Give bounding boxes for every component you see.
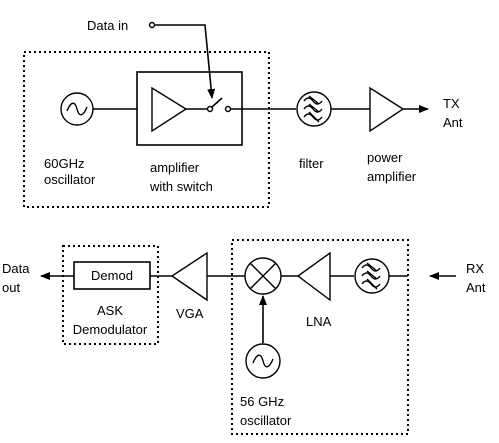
filter-label: filter bbox=[299, 156, 324, 171]
amplifier-with-switch bbox=[136, 71, 243, 146]
filter-rx-circle bbox=[354, 258, 390, 294]
tx-ant-label-1: TX bbox=[443, 96, 460, 111]
switch-blade bbox=[211, 97, 223, 108]
demodulator-label-2: Demodulator bbox=[73, 322, 148, 337]
oscillator-60ghz-label-1: 60GHz bbox=[44, 156, 84, 171]
oscillator-56ghz-circle bbox=[245, 343, 281, 379]
oscillator-56ghz-label-1: 56 GHz bbox=[240, 394, 284, 409]
filter-rx bbox=[354, 258, 390, 294]
lna-amplifier-icon bbox=[296, 251, 331, 302]
lna-label: LNA bbox=[306, 314, 332, 329]
rx-ant-label-2: Ant bbox=[466, 280, 486, 295]
amplifier-triangle-icon bbox=[151, 86, 188, 133]
vga-label: VGA bbox=[176, 306, 204, 321]
switch-contact-right bbox=[224, 105, 232, 113]
receiver-chain: Data out Demod ASK Demodulator VGA 56 GH… bbox=[2, 239, 486, 435]
transmitter-chain: Data in 60GHz oscillator amplifier with … bbox=[23, 18, 463, 208]
rx-ant-label-1: RX bbox=[466, 261, 484, 276]
power-amplifier-label-1: power bbox=[367, 150, 403, 165]
mixer bbox=[244, 257, 282, 295]
switch-contact-left bbox=[206, 105, 214, 113]
demodulator-label-1: ASK bbox=[97, 303, 123, 318]
oscillator-56ghz bbox=[245, 343, 281, 379]
tx-ant-label-2: Ant bbox=[443, 115, 463, 130]
power-amplifier-icon bbox=[369, 86, 405, 133]
data-in-line bbox=[155, 24, 216, 99]
oscillator-56ghz-label-2: oscillator bbox=[240, 413, 292, 428]
filter-circle bbox=[296, 91, 332, 127]
data-out-label-1: Data bbox=[2, 261, 30, 276]
data-in-terminal bbox=[148, 21, 156, 29]
vga-amplifier-icon bbox=[170, 251, 208, 302]
oscillator-60ghz bbox=[60, 92, 94, 126]
amplifier-label-1: amplifier bbox=[150, 160, 200, 175]
data-in-label: Data in bbox=[87, 18, 128, 33]
sine-wave-icon bbox=[252, 354, 274, 368]
filter-tx bbox=[296, 91, 332, 127]
sine-wave-icon bbox=[66, 102, 88, 116]
amplifier-label-2: with switch bbox=[149, 179, 213, 194]
oscillator-60ghz-label-2: oscillator bbox=[44, 172, 96, 187]
data-out-label-2: out bbox=[2, 280, 20, 295]
demod-box-label: Demod bbox=[91, 268, 133, 283]
power-amplifier-label-2: amplifier bbox=[367, 169, 417, 184]
demodulator-enclosure bbox=[62, 245, 159, 345]
